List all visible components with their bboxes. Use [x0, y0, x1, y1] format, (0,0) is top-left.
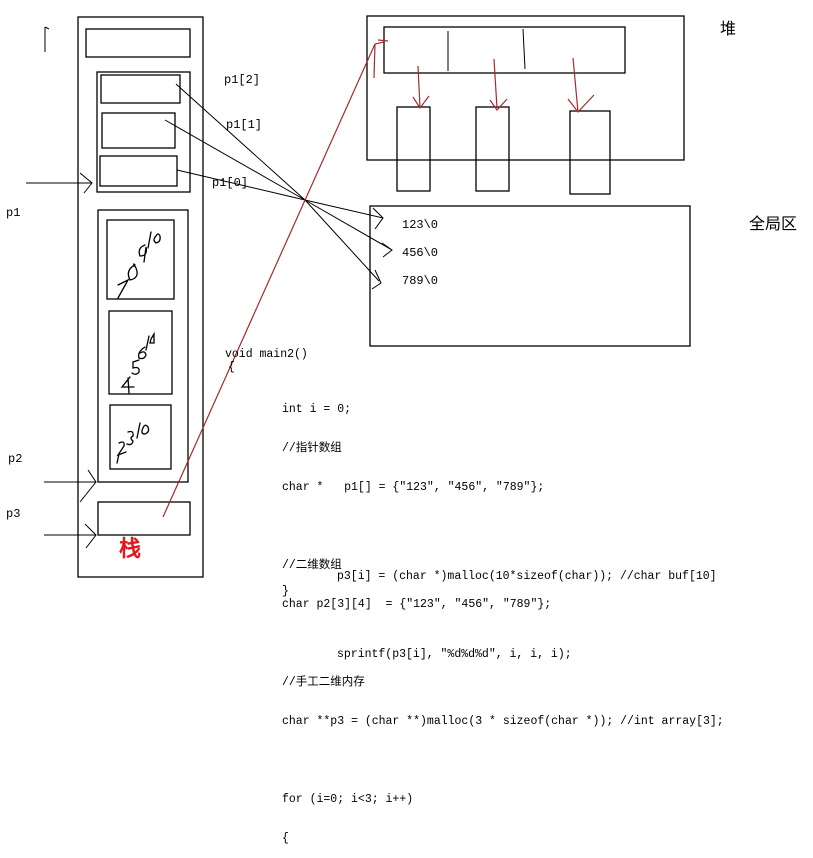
- code-blank: [282, 754, 724, 767]
- heap-arrow-0: [412, 65, 430, 110]
- p2-label: p2: [8, 452, 22, 466]
- code-line: char * p1[] = {"123", "456", "789"};: [282, 481, 545, 494]
- global-area-label: 全局区: [749, 214, 797, 233]
- p2-row-0: [109, 404, 172, 470]
- heap-arrow-2: [567, 57, 595, 113]
- code-close-brace: }: [282, 585, 289, 598]
- global-string-0: 123\0: [402, 218, 438, 232]
- code-blank: [337, 609, 717, 622]
- p1-pointer-arrow: [26, 172, 93, 194]
- heap-buffer-0: [396, 106, 431, 192]
- code-blank: [282, 520, 724, 533]
- p3-label: p3: [6, 507, 20, 521]
- p1-1-label: p1[1]: [226, 118, 262, 132]
- stack-region: [77, 16, 204, 578]
- p1-label: p1: [6, 206, 20, 220]
- stack-frame: [77, 16, 204, 578]
- handwritten-123: [116, 422, 150, 464]
- code-signature: void main2(): [225, 348, 308, 361]
- code-loop-body: p3[i] = (char *)malloc(10*sizeof(char));…: [337, 544, 717, 674]
- global-frame: [369, 205, 691, 347]
- memory-diagram: 堆 全局区 栈 p1 p2 p3 p1[2] p1[1] p1[0] 123\0…: [6, 15, 797, 578]
- p2-pointer-arrow: [44, 469, 97, 503]
- p3-pointer-arrow: [44, 523, 97, 549]
- pointer-p1-2: [175, 83, 380, 282]
- pointer-block-divider-2: [522, 28, 526, 70]
- heap-label: 堆: [720, 19, 736, 38]
- p3-slot: [97, 501, 191, 536]
- code-open-brace: {: [228, 361, 235, 374]
- code-line: for (i=0; i<3; i++): [282, 793, 414, 806]
- p2-row-2: [106, 219, 175, 300]
- heap-arrow-1: [489, 58, 508, 111]
- arrowhead-123: [372, 207, 384, 230]
- p2-row-1: [108, 310, 173, 395]
- p3-to-heap-arrow: [162, 39, 389, 518]
- code-line: {: [282, 832, 289, 845]
- pointer-p1-1: [164, 119, 393, 251]
- arrowhead-456: [381, 242, 393, 258]
- p3-pointer-block: [383, 26, 626, 74]
- p1-cell-2: [100, 74, 181, 104]
- global-string-1: 456\0: [402, 246, 438, 260]
- p1-2-label: p1[2]: [224, 73, 260, 87]
- handwritten-456: [120, 331, 155, 394]
- code-line: p3[i] = (char *)malloc(10*sizeof(char));…: [337, 570, 717, 583]
- stack-slot-top: [85, 28, 191, 58]
- code-line: char **p3 = (char **)malloc(3 * sizeof(c…: [282, 715, 724, 728]
- p1-array: [96, 71, 191, 193]
- code-comment: //手工二维内存: [282, 676, 365, 689]
- heap-buffer-2: [569, 110, 611, 195]
- code-line: sprintf(p3[i], "%d%d%d", i, i, i);: [337, 648, 572, 661]
- p1-cell-0: [99, 155, 178, 187]
- global-region: [369, 205, 691, 347]
- p2-array: [97, 209, 189, 483]
- p1-cell-1: [101, 112, 176, 149]
- heap-frame: [366, 15, 685, 161]
- arrowhead-789: [371, 269, 382, 290]
- global-string-2: 789\0: [402, 274, 438, 288]
- heap-buffer-1: [475, 106, 510, 192]
- stray-mark: [44, 26, 50, 52]
- code-line: int i = 0;: [282, 403, 352, 416]
- code-comment: //指针数组: [282, 442, 342, 455]
- code-comment: //二维数组: [282, 559, 342, 572]
- stack-label: 栈: [119, 537, 141, 562]
- heap-region: [366, 15, 685, 195]
- p1-0-label: p1[0]: [212, 176, 248, 190]
- handwritten-789: [117, 231, 161, 299]
